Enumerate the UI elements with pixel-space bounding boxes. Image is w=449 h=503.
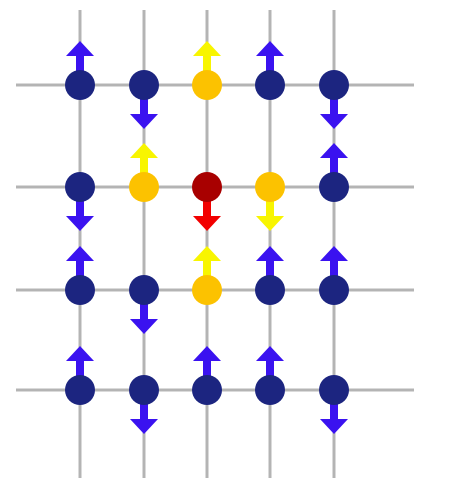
spin-arrow-up — [130, 143, 158, 195]
spin-arrow-down — [66, 179, 94, 231]
spin-site-r4-c5 — [319, 375, 349, 434]
spin-arrow-down — [130, 382, 158, 434]
spin-site-r4-c4 — [255, 346, 285, 405]
spin-site-dot — [319, 172, 349, 202]
spin-site-r3-c1 — [65, 246, 95, 305]
spin-site-r1-c5 — [319, 70, 349, 129]
spin-arrow-down — [130, 282, 158, 334]
spin-arrow-down — [320, 77, 348, 129]
spin-site-dot — [65, 172, 95, 202]
spin-site-r3-c2 — [129, 275, 159, 334]
spin-site-r2-c4 — [255, 172, 285, 231]
spin-site-dot — [319, 275, 349, 305]
spin-site-dot — [192, 70, 222, 100]
spin-site-dot — [65, 275, 95, 305]
spin-site-r1-c1 — [65, 41, 95, 100]
spin-site-r4-c3 — [192, 346, 222, 405]
spin-site-r4-c1 — [65, 346, 95, 405]
spin-site-dot — [319, 70, 349, 100]
spin-arrow-up — [193, 246, 221, 298]
spin-arrow-up — [256, 246, 284, 298]
spin-arrow-down — [320, 382, 348, 434]
spin-site-dot — [129, 375, 159, 405]
spin-site-r1-c2 — [129, 70, 159, 129]
spin-arrow-up — [193, 346, 221, 398]
spin-arrow-up — [66, 346, 94, 398]
spin-site-dot — [319, 375, 349, 405]
spin-site-r2-c2 — [129, 143, 159, 202]
spin-site-dot — [192, 375, 222, 405]
spin-site-dot — [65, 375, 95, 405]
spin-arrow-up — [66, 246, 94, 298]
spin-arrow-up — [320, 246, 348, 298]
spin-site-dot — [255, 375, 285, 405]
spin-site-dot — [255, 172, 285, 202]
spin-arrow-up — [256, 41, 284, 93]
spin-site-dot — [65, 70, 95, 100]
spin-site-dot — [129, 275, 159, 305]
spin-site-r3-c4 — [255, 246, 285, 305]
spin-site-r1-c4 — [255, 41, 285, 100]
spin-arrow-up — [320, 143, 348, 195]
spin-site-dot — [255, 70, 285, 100]
spin-arrow-up — [66, 41, 94, 93]
spin-site-r2-c5 — [319, 143, 349, 202]
spin-arrow-down — [193, 179, 221, 231]
spin-site-dot — [192, 275, 222, 305]
spin-site-r1-c3 — [192, 41, 222, 100]
spin-site-dot — [129, 172, 159, 202]
spin-site-dot — [255, 275, 285, 305]
spin-site-r2-c1 — [65, 172, 95, 231]
spin-arrow-up — [256, 346, 284, 398]
spin-site-dot — [129, 70, 159, 100]
spin-site-r3-c5 — [319, 246, 349, 305]
spin-site-dot — [192, 172, 222, 202]
spin-site-r4-c2 — [129, 375, 159, 434]
spin-arrow-down — [256, 179, 284, 231]
spin-site-r3-c3 — [192, 246, 222, 305]
spin-arrow-down — [130, 77, 158, 129]
spin-sites — [65, 41, 349, 434]
spin-site-r2-c3 — [192, 172, 222, 231]
spin-arrow-up — [193, 41, 221, 93]
